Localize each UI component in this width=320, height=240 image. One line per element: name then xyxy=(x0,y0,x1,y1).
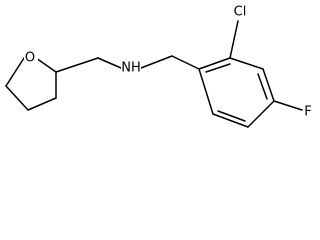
bond-c1-c2 xyxy=(198,57,231,70)
molecule-structure: O NH Cl F xyxy=(5,4,312,128)
bond-c4-c5 xyxy=(247,100,275,128)
bond-c-cl xyxy=(229,20,239,59)
bond-c3-c4 xyxy=(262,68,275,102)
bond-c2-ch2 xyxy=(55,57,99,73)
bond-ch2-ring xyxy=(171,55,200,70)
fluorine-label: F xyxy=(304,105,311,120)
amine-linker xyxy=(55,55,200,73)
chlorine-label: Cl xyxy=(234,5,247,20)
bond-n-ch2 xyxy=(140,55,173,69)
double-bond-c3-c4 xyxy=(257,73,268,100)
bond-c6-c1 xyxy=(198,68,214,115)
double-bond-c5-c6 xyxy=(217,110,246,122)
bond-c2-c3 xyxy=(229,57,264,70)
amine-nh-label: NH xyxy=(121,61,141,76)
benzene-ring xyxy=(198,57,275,128)
bond-c-f xyxy=(273,100,303,111)
bond-ch2-n xyxy=(97,57,122,69)
bond-c4-c5 xyxy=(5,85,29,111)
bond-c3-c4 xyxy=(27,97,57,111)
tetrahydrofuran-ring xyxy=(5,57,57,111)
bond-c5-o xyxy=(5,57,25,87)
bond-o-c2 xyxy=(35,57,57,73)
oxygen-label: O xyxy=(25,51,35,66)
double-bond-c1-c2 xyxy=(205,63,231,73)
bond-c5-c6 xyxy=(212,113,249,128)
